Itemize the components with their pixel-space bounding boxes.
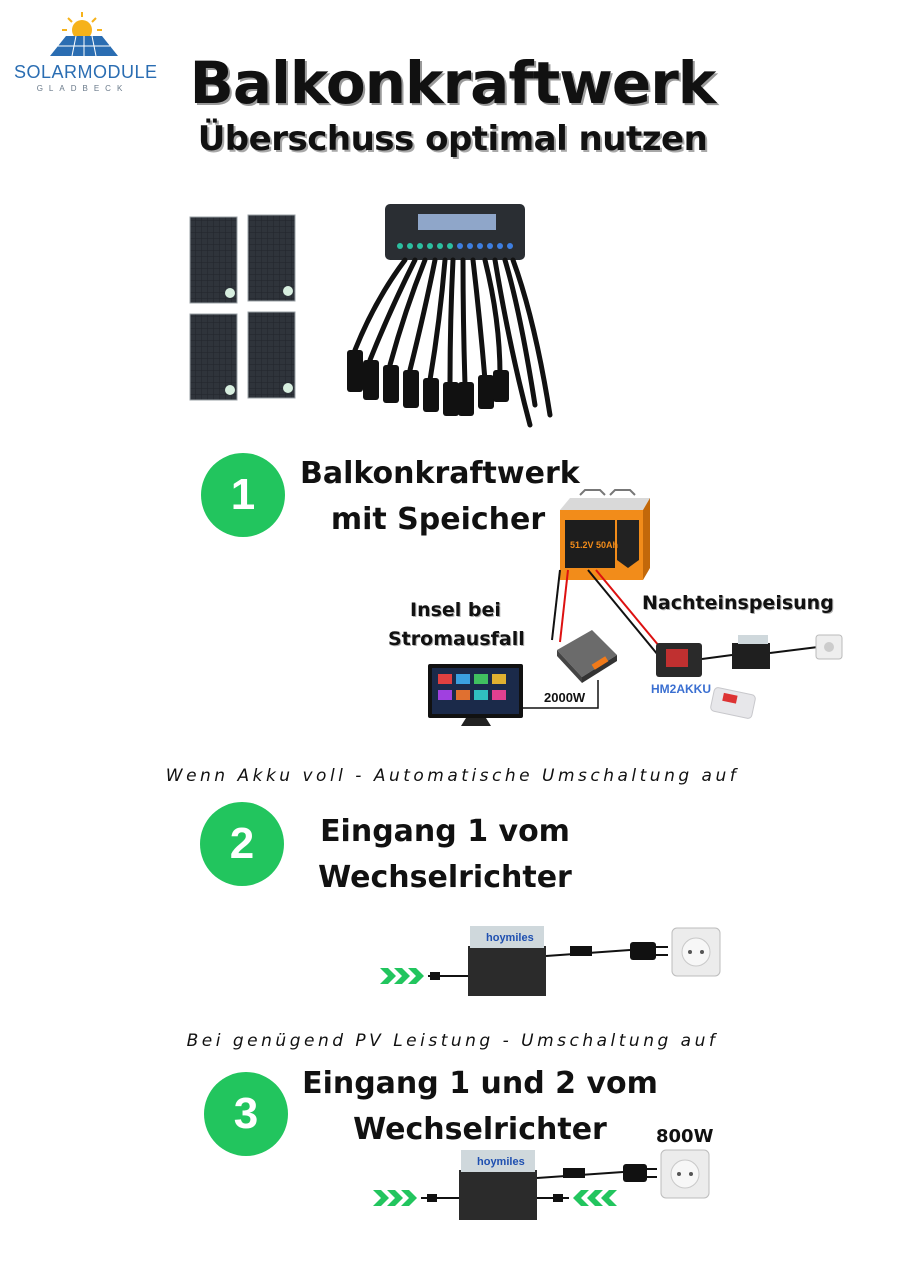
step-3-heading-line1: Eingang 1 und 2 vom bbox=[302, 1066, 658, 1101]
logo-location: GLADBECK bbox=[36, 84, 129, 93]
step-2-heading-line2: Wechselrichter bbox=[318, 860, 572, 895]
island-inverter-image bbox=[557, 630, 617, 683]
page-title: Balkonkraftwerk bbox=[189, 49, 717, 117]
note-pv-power: Bei genügend PV Leistung - Umschaltung a… bbox=[186, 1031, 719, 1051]
television-image bbox=[428, 664, 523, 726]
brand-logo: SOLARMODULE GLADBECK bbox=[10, 10, 157, 95]
island-label-line1: Insel bei bbox=[410, 599, 501, 621]
island-label-line2: Stromausfall bbox=[388, 628, 525, 650]
device-label: HM2AKKU bbox=[651, 682, 711, 696]
output-power-label: 800W bbox=[656, 1126, 714, 1147]
step-1-heading-line2: mit Speicher bbox=[330, 502, 546, 537]
wiring-diagram bbox=[500, 569, 665, 709]
sun-panel-logo-icon bbox=[50, 12, 118, 57]
step-3-heading-line2: Wechselrichter bbox=[353, 1112, 607, 1147]
night-feed-setup-image bbox=[656, 634, 843, 719]
night-feed-label: Nachteinspeisung bbox=[642, 592, 834, 614]
battery-image: 51.2V 50Ah bbox=[560, 489, 650, 580]
charge-controller-image bbox=[347, 204, 553, 428]
inverter-brand-2: hoymiles bbox=[477, 1156, 525, 1168]
step-2-heading-line1: Eingang 1 vom bbox=[320, 814, 570, 849]
inverter-dual-input-image: hoymiles bbox=[373, 1149, 710, 1220]
note-full-battery: Wenn Akku voll - Automatische Umschaltun… bbox=[165, 766, 740, 786]
solar-panels-image bbox=[189, 214, 296, 401]
inverter-brand: hoymiles bbox=[486, 932, 534, 944]
island-power-label: 2000W bbox=[544, 690, 586, 705]
step-3-badge: 3 bbox=[204, 1072, 288, 1156]
step-1-badge: 1 bbox=[201, 453, 285, 537]
battery-label: 51.2V 50Ah bbox=[570, 540, 618, 550]
inverter-single-input-image: hoymiles bbox=[380, 926, 721, 996]
page-subtitle: Überschuss optimal nutzen bbox=[197, 119, 708, 159]
step-2-badge: 2 bbox=[200, 802, 284, 886]
step-1-heading-line1: Balkonkraftwerk bbox=[300, 456, 580, 491]
logo-brand: SOLARMODULE bbox=[14, 62, 158, 82]
